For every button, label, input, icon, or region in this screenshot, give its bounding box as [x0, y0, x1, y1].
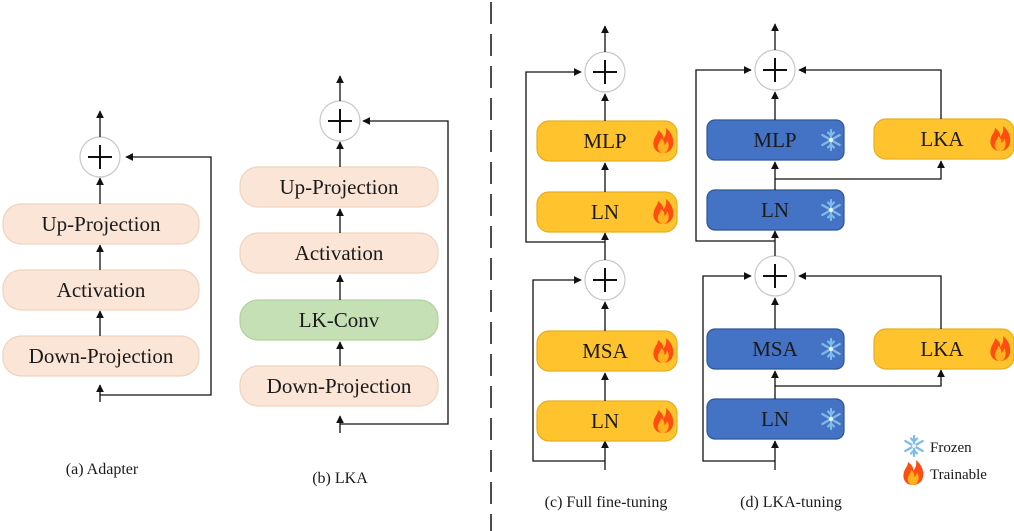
lka-up-label: Up-Projection	[280, 175, 399, 199]
full-caption: (c) Full fine-tuning	[545, 494, 668, 511]
lka-add-node	[319, 100, 361, 142]
adapter-activation-label: Activation	[57, 278, 146, 302]
full-add-node-top	[584, 51, 626, 93]
lkatune-ln-top-label: LN	[761, 198, 789, 222]
lka-tuning-diagram: LN MSA LKA LN	[695, 23, 1014, 511]
full-msa-label: MSA	[582, 339, 628, 363]
lkatune-msa-box: MSA	[706, 328, 845, 370]
lka-up-projection-box: Up-Projection	[239, 166, 439, 208]
adapter-up-projection-box: Up-Projection	[2, 203, 200, 245]
lkatune-ln-top-box: LN	[706, 189, 845, 231]
full-finetuning-diagram: LN MSA LN MLP	[525, 25, 678, 511]
full-ln-bottom-label: LN	[591, 409, 619, 433]
adapter-add-node	[79, 136, 121, 178]
lkatune-lka-top-label: LKA	[920, 127, 964, 151]
lka-activation-box: Activation	[239, 232, 439, 274]
adapter-activation-box: Activation	[2, 269, 200, 311]
lkatune-lka-bottom-box: LKA	[873, 328, 1014, 370]
lkatune-add-node-bottom	[754, 255, 796, 297]
adapter-diagram: Down-Projection Activation Up-Projection…	[2, 110, 212, 478]
full-msa-box: MSA	[536, 330, 678, 372]
lka-down-projection-box: Down-Projection	[239, 365, 439, 407]
fire-icon	[903, 460, 924, 485]
legend-frozen-label: Frozen	[930, 440, 972, 456]
lka-conv-label: LK-Conv	[299, 308, 380, 332]
lkatune-mlp-label: MLP	[753, 128, 796, 152]
lkatune-ln-bottom-box: LN	[706, 398, 845, 440]
adapter-down-projection-box: Down-Projection	[2, 335, 200, 377]
lkatune-lka-top-box: LKA	[873, 118, 1014, 160]
lka-down-label: Down-Projection	[267, 374, 412, 398]
lkatune-msa-label: MSA	[752, 337, 798, 361]
lkatune-add-node-top	[754, 49, 796, 91]
legend-trainable-label: Trainable	[930, 467, 987, 483]
full-mlp-label: MLP	[583, 129, 626, 153]
adapter-up-label: Up-Projection	[42, 212, 161, 236]
full-mlp-box: MLP	[536, 120, 678, 162]
lka-conv-box: LK-Conv	[239, 299, 439, 341]
full-add-node-bottom	[584, 259, 626, 301]
lka-caption: (b) LKA	[312, 470, 368, 487]
adapter-down-label: Down-Projection	[29, 344, 174, 368]
legend: Frozen Trainable	[903, 434, 987, 485]
full-ln-bottom-box: LN	[536, 400, 678, 442]
lkatune-caption: (d) LKA-tuning	[740, 494, 842, 511]
adapter-caption: (a) Adapter	[66, 461, 139, 478]
lkatune-lka-bottom-label: LKA	[920, 337, 964, 361]
snowflake-icon	[904, 434, 924, 458]
full-ln-top-box: LN	[536, 191, 678, 233]
lka-activation-label: Activation	[295, 241, 384, 265]
full-ln-top-label: LN	[591, 200, 619, 224]
lka-diagram: Down-Projection LK-Conv Activation Up-Pr…	[239, 75, 449, 487]
lkatune-ln-bottom-label: LN	[761, 407, 789, 431]
lkatune-mlp-box: MLP	[706, 119, 845, 161]
